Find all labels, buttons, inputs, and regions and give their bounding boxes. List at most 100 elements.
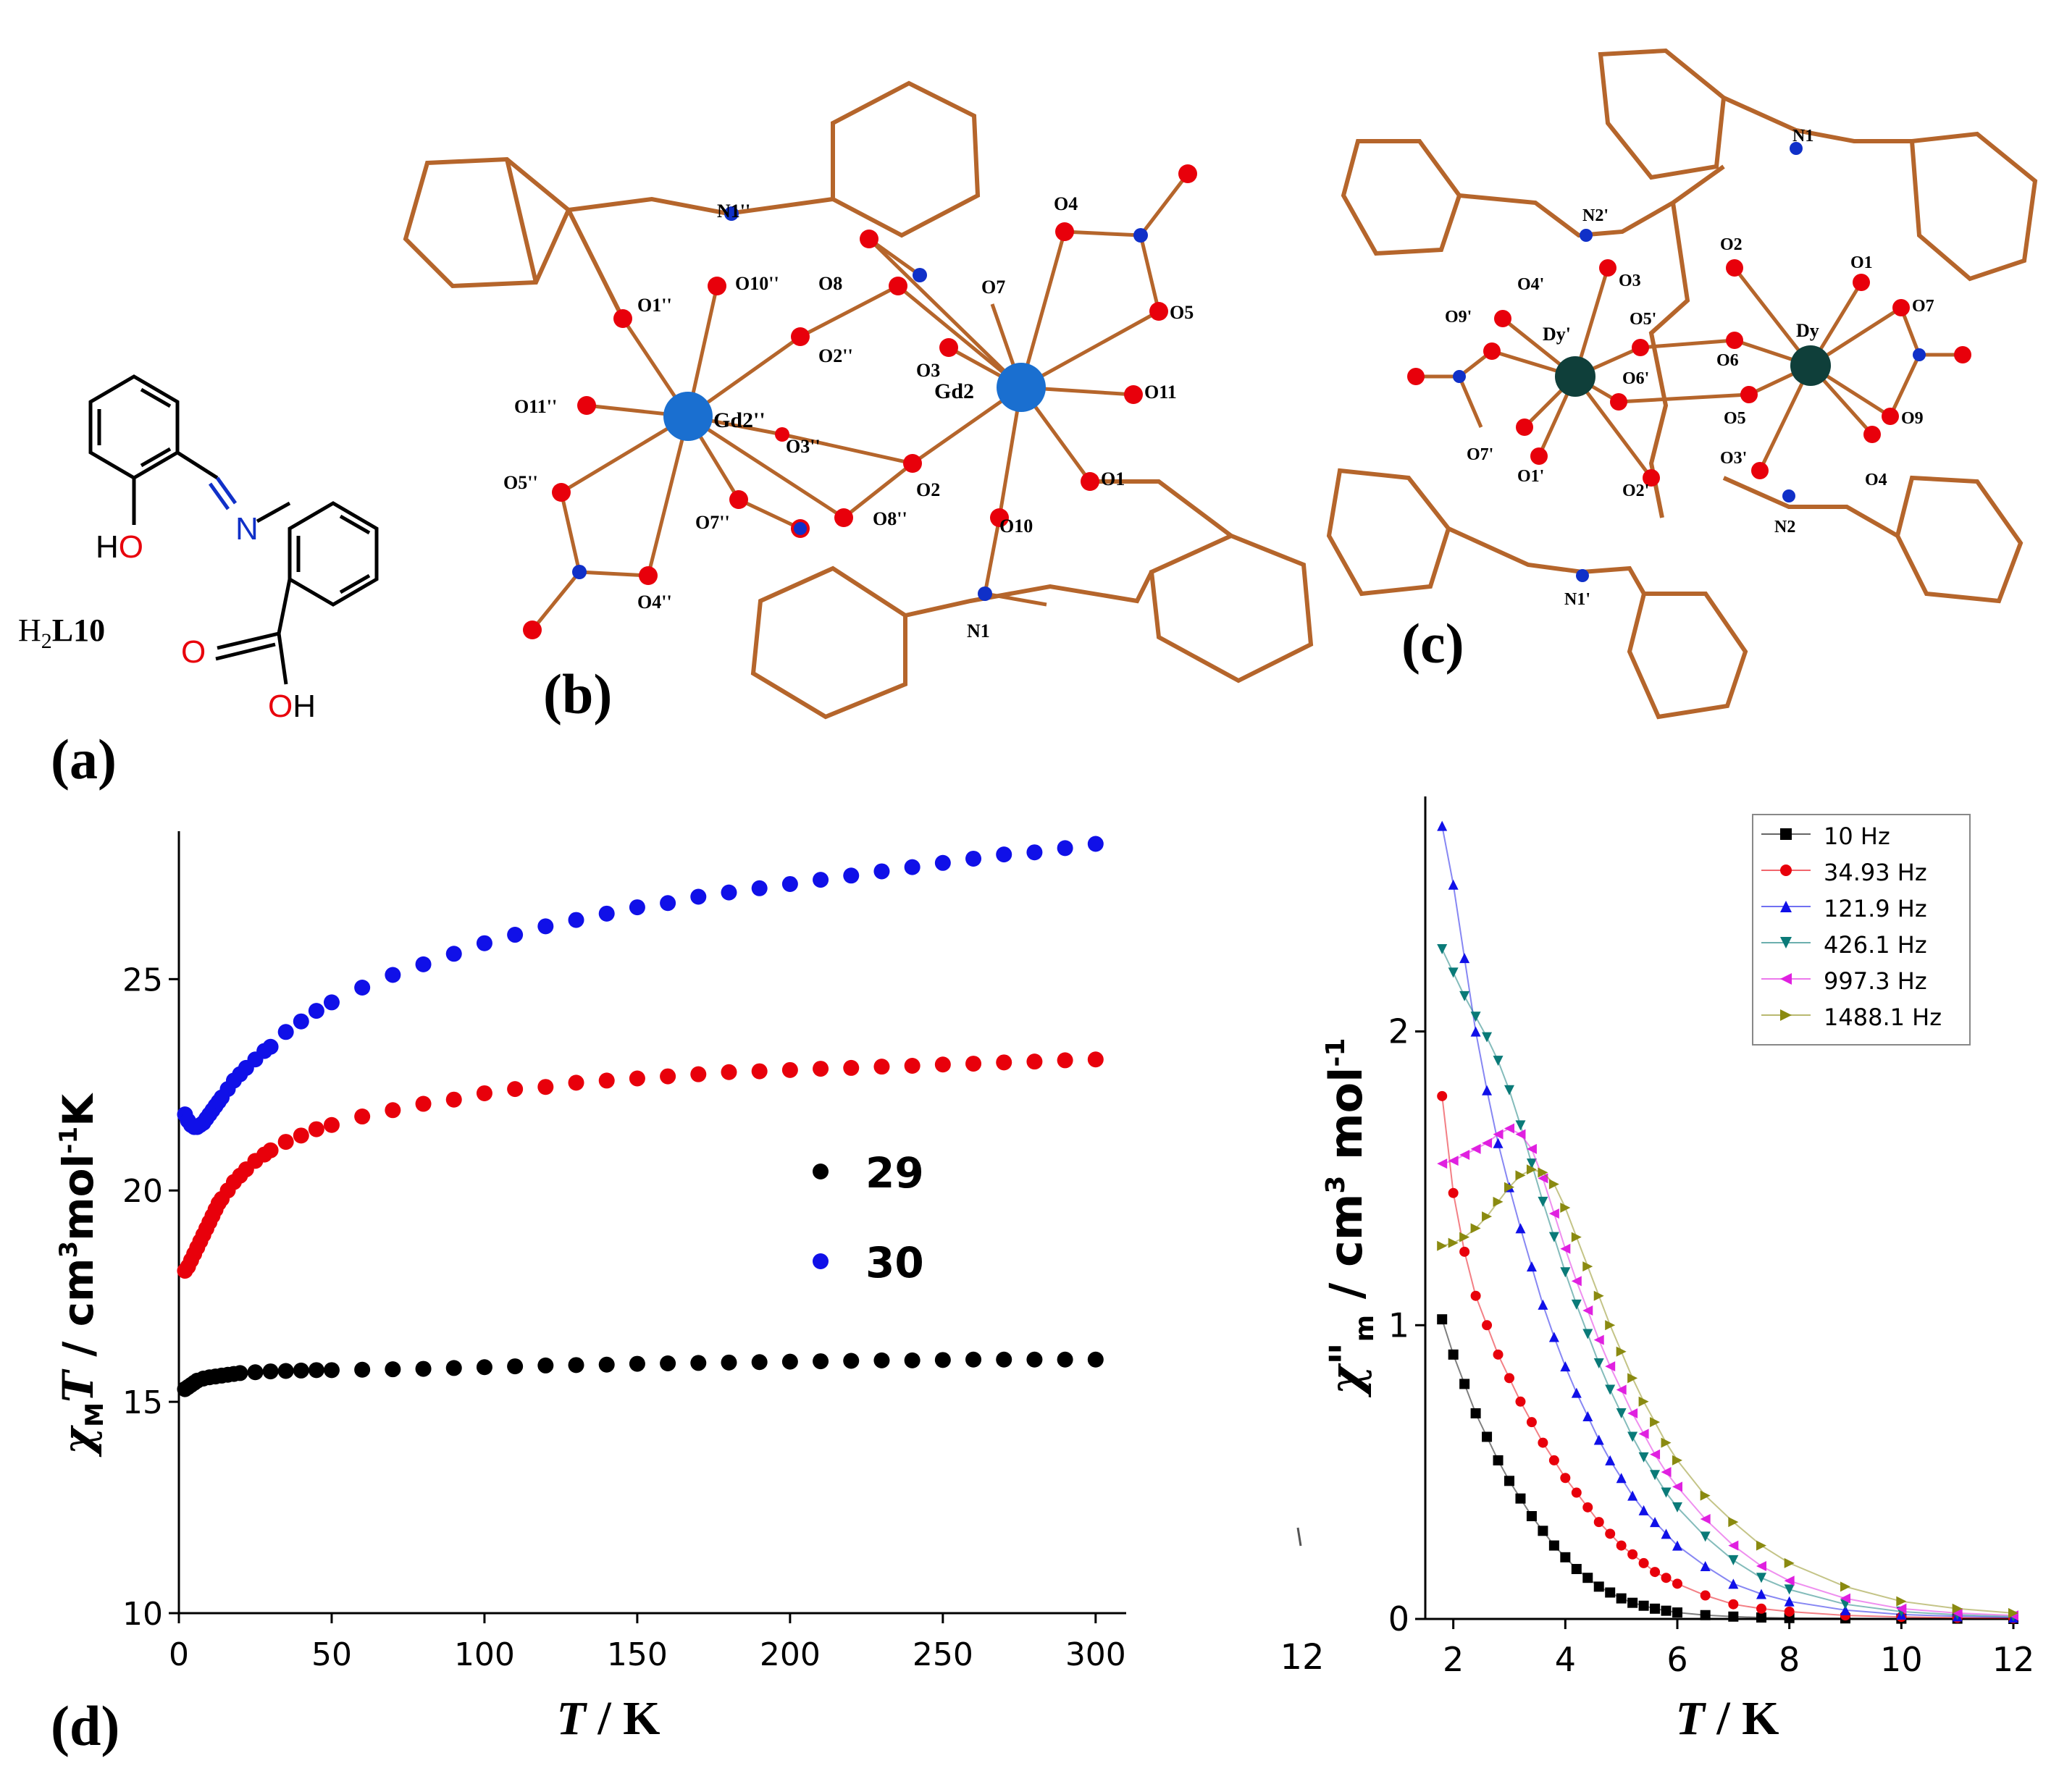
panel-label-c: (c) [1401, 612, 1464, 675]
chi-pp-point-s3 [1593, 1358, 1604, 1369]
c-label-o3p: O3' [1720, 449, 1747, 468]
chi-pp-point-s4 [1661, 1467, 1672, 1478]
chi-pp-point-s4 [1571, 1276, 1582, 1287]
b-label-o7pp: O7'' [695, 512, 730, 533]
chi-pp-point-s0 [1728, 1611, 1739, 1622]
chi-t-point-s2 [690, 888, 707, 905]
chi-pp-point-s1 [1638, 1557, 1649, 1568]
c-label-o5: O5 [1724, 409, 1746, 428]
chi-pp-point-s2 [1627, 1490, 1638, 1501]
c-label-o2: O2 [1720, 235, 1743, 254]
chi-t-point-s2 [721, 884, 737, 901]
chi-pp-point-s4 [1582, 1305, 1593, 1316]
chi-pp-point-s3 [1784, 1584, 1795, 1595]
chi-pp-point-s1 [1650, 1567, 1661, 1578]
chi-pp-point-s5 [1482, 1211, 1493, 1222]
chi-t-point-s2 [813, 872, 829, 888]
chi-pp-point-s5 [1437, 1240, 1448, 1251]
chi-t-point-s1 [277, 1134, 294, 1151]
chi-pp-point-s1 [1728, 1599, 1739, 1610]
chi-pp-ylabel: χ"m / cm3 mol-1 [1320, 1038, 1380, 1398]
chi-pp-point-s3 [1482, 1032, 1493, 1043]
chi-pp-xtick-label: 8 [1779, 1640, 1800, 1679]
b-label-o3pp: O3'' [786, 436, 821, 457]
chi-pp-point-s3 [1548, 1232, 1559, 1242]
chi-t-point-s0 [308, 1362, 324, 1379]
chi-pp-xtick-label: 4 [1555, 1640, 1576, 1679]
chi-pp-point-s5 [1661, 1437, 1672, 1448]
chi-pp-point-s1 [1661, 1573, 1672, 1583]
chi-pp-point-s1 [1437, 1090, 1448, 1101]
chi-pp-point-s1 [1627, 1549, 1638, 1560]
c-label-o9: O9 [1901, 409, 1924, 428]
b-label-o4pp: O4'' [637, 592, 672, 613]
dyp-atom [1555, 356, 1595, 397]
chi-t-point-s1 [262, 1142, 279, 1158]
chi-t-point-s1 [1057, 1052, 1073, 1069]
chi-pp-point-s4 [1526, 1143, 1537, 1154]
b-label-o5pp: O5'' [503, 472, 538, 493]
chi-t-point-s2 [843, 867, 860, 884]
chi-pp-point-s1 [1784, 1606, 1795, 1617]
chi-pp-point-s5 [1784, 1557, 1795, 1568]
chi-pp-point-s4 [1482, 1137, 1493, 1148]
chi-pp-point-s0 [1593, 1581, 1604, 1592]
chi-pp-line-s0 [1441, 1318, 2014, 1620]
chi-pp-line-s4 [1441, 1127, 2014, 1617]
c-ring-3 [1909, 131, 2038, 282]
b-label-o11: O11 [1144, 382, 1177, 403]
chi-pp-point-s5 [1459, 1232, 1470, 1242]
chi-pp-legend-marker [1780, 973, 1792, 985]
chi-t-point-s1 [843, 1059, 860, 1076]
chi-t-point-s0 [629, 1355, 645, 1372]
chi-pp-point-s2 [1548, 1332, 1559, 1342]
chi-pp-point-s5 [1582, 1261, 1593, 1272]
chi-pp-point-s0 [1470, 1408, 1481, 1418]
c-label-dyp: Dy' [1543, 324, 1571, 345]
chi-t-point-s1 [537, 1079, 554, 1095]
chi-t-point-s0 [277, 1363, 294, 1379]
chi-pp-point-s0 [1638, 1600, 1649, 1611]
chi-pp-point-s2 [1661, 1528, 1672, 1539]
b-label-o5: O5 [1170, 302, 1194, 323]
chi-t-ytick-label: 25 [122, 962, 163, 998]
chi-pp-point-s4 [1515, 1129, 1526, 1140]
chi-pp-point-s1 [1538, 1437, 1548, 1448]
chi-t-point-s0 [445, 1360, 462, 1376]
b-label-o11pp: O11'' [514, 396, 557, 417]
chi-t-point-s0 [323, 1362, 340, 1379]
b-label-n1pp: N1'' [717, 201, 750, 222]
chi-pp-xtick-label: 2 [1443, 1640, 1464, 1679]
chi-t-point-s1 [445, 1091, 462, 1108]
chi-pp-point-s0 [1672, 1607, 1682, 1618]
c-label-n1: N1 [1792, 127, 1813, 146]
chi-t-point-s2 [660, 895, 676, 912]
benzoic-ring [288, 501, 379, 607]
chi-t-point-s1 [1087, 1051, 1104, 1068]
chi-pp-point-s4 [1470, 1143, 1481, 1154]
chi-t-point-s0 [293, 1362, 309, 1379]
chi-pp-point-s4 [1493, 1129, 1504, 1140]
c-label-o5p: O5' [1630, 310, 1656, 329]
chi-pp-point-s0 [1756, 1612, 1766, 1623]
b-label-o10pp: O10'' [735, 273, 779, 294]
chi-pp-point-s5 [1571, 1232, 1582, 1242]
chi-t-point-s0 [996, 1351, 1012, 1368]
legend-29-label: 29 [865, 1148, 924, 1198]
phenol-ring [88, 374, 180, 480]
b-ring-2 [831, 80, 981, 238]
chi-pp-point-s4 [1448, 1156, 1459, 1166]
chi-pp-point-s0 [1571, 1564, 1582, 1575]
gd2pp-atom [663, 392, 713, 441]
chi-pp-point-s2 [1571, 1387, 1582, 1398]
chi-t-point-s1 [660, 1068, 676, 1085]
chi-pp-point-s2 [1593, 1434, 1604, 1445]
chi-pp-point-s0 [1582, 1573, 1593, 1583]
chi-pp-point-s5 [1526, 1164, 1537, 1175]
b-label-gd2pp: Gd2'' [713, 408, 766, 432]
chi-pp-legend-label: 34.93 Hz [1824, 859, 1927, 886]
panel-label-a: (a) [51, 728, 117, 791]
chi-pp-point-s5 [1756, 1540, 1766, 1551]
chi-pp-point-s0 [1482, 1431, 1493, 1442]
chi-t-ytick-label: 15 [122, 1384, 163, 1421]
